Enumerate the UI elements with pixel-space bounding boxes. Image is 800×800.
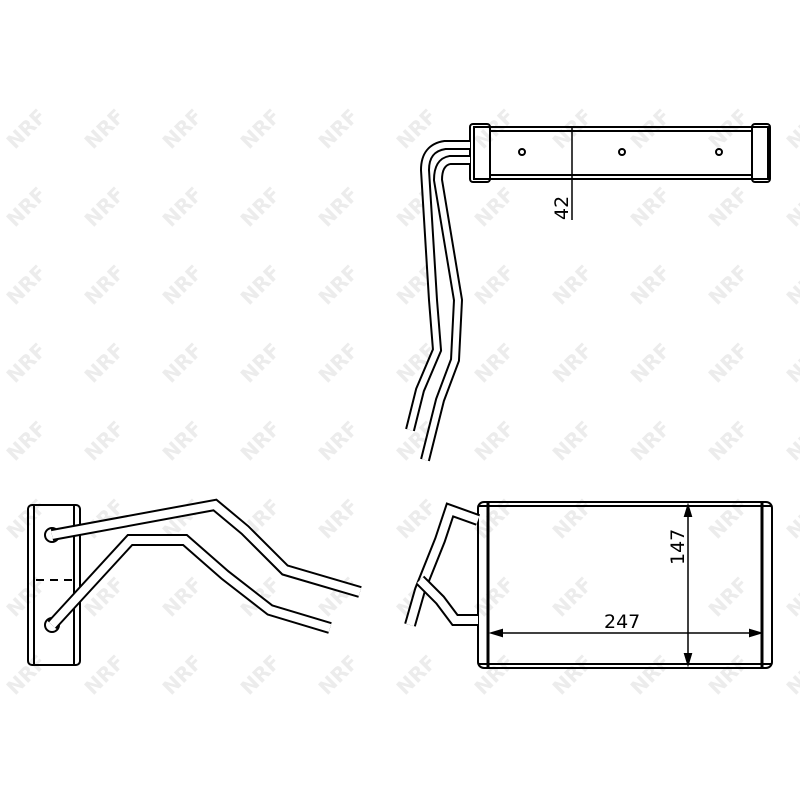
- thickness-dimension-label: 42: [551, 196, 573, 220]
- nrf-watermark: NRF: [80, 416, 129, 465]
- nrf-watermark: NRF: [236, 260, 285, 309]
- nrf-watermark: NRF: [80, 104, 129, 153]
- nrf-watermark: NRF: [158, 338, 207, 387]
- nrf-watermark: NRF: [158, 260, 207, 309]
- nrf-watermark: NRF: [392, 650, 441, 699]
- nrf-watermark: NRF: [548, 260, 597, 309]
- nrf-watermark: NRF: [80, 650, 129, 699]
- width-dimension-label: 247: [604, 611, 640, 633]
- nrf-watermark: NRF: [2, 104, 51, 153]
- nrf-watermark: NRF: [548, 572, 597, 621]
- nrf-watermark: NRF: [158, 104, 207, 153]
- nrf-watermark: NRF: [392, 494, 441, 543]
- nrf-watermark: NRF: [782, 572, 800, 621]
- nrf-watermark: NRF: [704, 650, 753, 699]
- nrf-watermark: NRF: [2, 182, 51, 231]
- nrf-watermark: NRF: [626, 260, 675, 309]
- nrf-watermark: NRF: [548, 416, 597, 465]
- nrf-watermark: NRF: [2, 260, 51, 309]
- nrf-watermark: NRF: [158, 416, 207, 465]
- nrf-watermark: NRF: [236, 182, 285, 231]
- nrf-watermark: NRF: [782, 260, 800, 309]
- nrf-watermark: NRF: [782, 338, 800, 387]
- nrf-watermark: NRF: [236, 650, 285, 699]
- nrf-watermark: NRF: [236, 416, 285, 465]
- nrf-watermark: NRF: [704, 338, 753, 387]
- nrf-watermark: NRF: [314, 260, 363, 309]
- nrf-watermark: NRF: [548, 338, 597, 387]
- nrf-watermark: NRF: [470, 182, 519, 231]
- nrf-watermark: NRF: [704, 182, 753, 231]
- nrf-watermark: NRF: [80, 182, 129, 231]
- nrf-watermark: NRF: [314, 650, 363, 699]
- nrf-watermark: NRF: [2, 494, 51, 543]
- nrf-watermark: NRF: [80, 260, 129, 309]
- height-dimension-label: 147: [667, 529, 689, 565]
- nrf-watermark: NRF: [314, 104, 363, 153]
- nrf-watermark: NRF: [470, 416, 519, 465]
- watermark-layer: NRF NRF NRF NRF NRF NRF NRF NRF NRF NRF NRF NRF NRF N…: [2, 104, 800, 699]
- nrf-watermark: NRF: [626, 650, 675, 699]
- nrf-watermark: NRF: [470, 260, 519, 309]
- nrf-watermark: NRF: [548, 650, 597, 699]
- nrf-watermark: NRF: [236, 338, 285, 387]
- nrf-watermark: NRF: [158, 182, 207, 231]
- nrf-watermark: NRF: [704, 104, 753, 153]
- nrf-watermark: NRF: [626, 104, 675, 153]
- nrf-watermark: NRF: [470, 104, 519, 153]
- nrf-watermark: NRF: [626, 182, 675, 231]
- nrf-watermark: NRF: [314, 338, 363, 387]
- nrf-watermark: NRF: [470, 338, 519, 387]
- front-view: [404, 501, 773, 669]
- top-view-right-tank: [751, 123, 771, 183]
- side-view: [27, 498, 362, 666]
- nrf-watermark: NRF: [314, 416, 363, 465]
- nrf-watermark: NRF: [704, 572, 753, 621]
- nrf-watermark: NRF: [80, 338, 129, 387]
- nrf-watermark: NRF: [704, 416, 753, 465]
- top-view-left-tank: [469, 123, 491, 183]
- nrf-watermark: NRF: [782, 494, 800, 543]
- top-view-core-body: [473, 126, 769, 180]
- nrf-watermark: NRF: [2, 416, 51, 465]
- top-view: [405, 123, 771, 462]
- nrf-watermark: NRF: [2, 650, 51, 699]
- nrf-watermark: NRF: [314, 182, 363, 231]
- nrf-watermark: NRF: [236, 104, 285, 153]
- nrf-watermark: NRF: [704, 260, 753, 309]
- nrf-watermark: NRF: [782, 182, 800, 231]
- front-view-core-body: [477, 501, 773, 669]
- nrf-watermark: NRF: [782, 416, 800, 465]
- nrf-watermark: NRF: [158, 572, 207, 621]
- nrf-watermark: NRF: [158, 650, 207, 699]
- nrf-watermark: NRF: [392, 182, 441, 231]
- nrf-watermark: NRF: [782, 104, 800, 153]
- nrf-watermark: NRF: [626, 416, 675, 465]
- nrf-watermark: NRF: [470, 650, 519, 699]
- nrf-watermark: NRF: [314, 494, 363, 543]
- side-view-plate: [27, 504, 81, 666]
- nrf-watermark: NRF: [626, 338, 675, 387]
- nrf-watermark: NRF: [782, 650, 800, 699]
- nrf-watermark: NRF: [2, 338, 51, 387]
